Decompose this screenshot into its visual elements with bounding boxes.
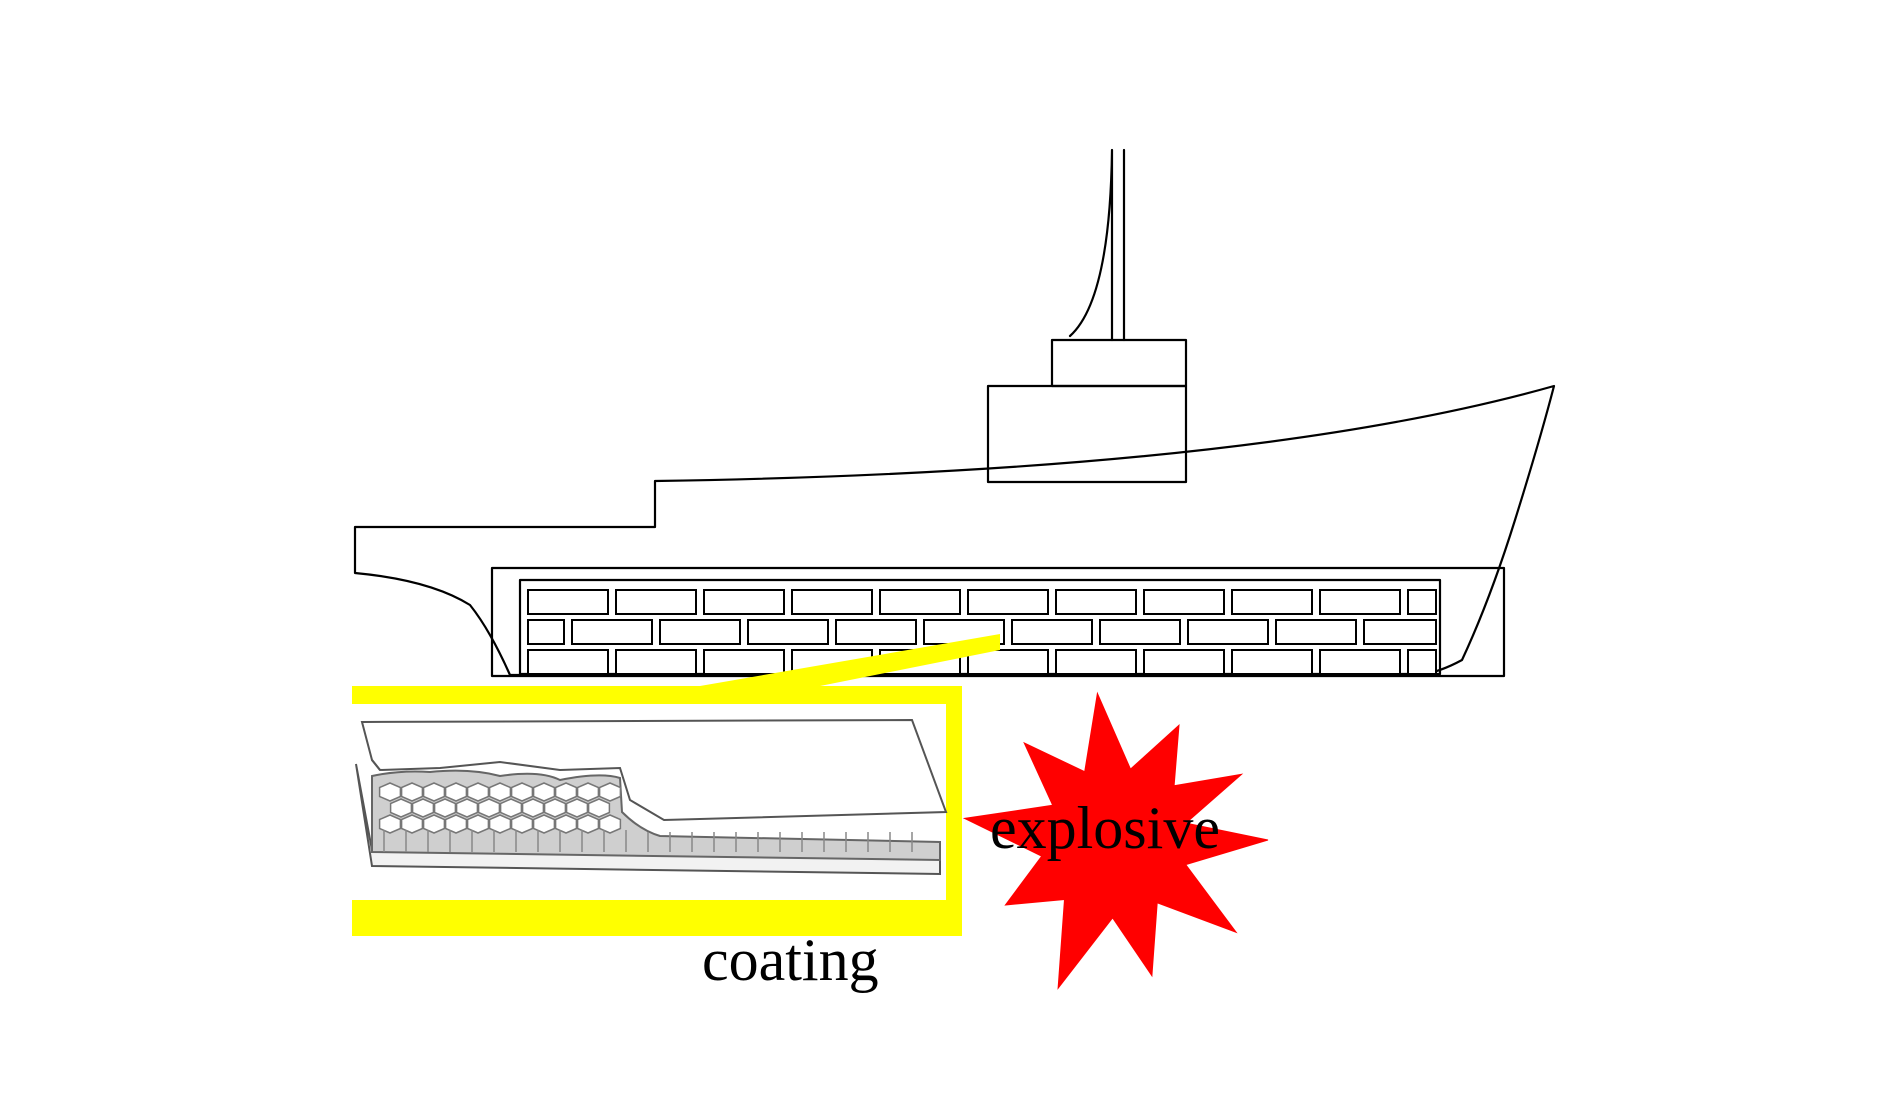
armor-brick xyxy=(1143,589,1225,615)
honeycomb-cell xyxy=(433,798,457,818)
armor-brick xyxy=(703,589,785,615)
armor-brick xyxy=(967,589,1049,615)
honeycomb-cell xyxy=(598,814,622,834)
armor-brick xyxy=(571,619,653,645)
armor-brick xyxy=(1231,649,1313,675)
honeycomb-cell xyxy=(444,782,468,802)
armor-brick xyxy=(527,649,609,675)
honeycomb-cell xyxy=(488,814,512,834)
armor-brick xyxy=(659,619,741,645)
callout-wedge xyxy=(700,634,1000,686)
honeycomb-cell xyxy=(576,814,600,834)
armor-brick xyxy=(1407,649,1437,675)
honeycomb-cell xyxy=(400,814,424,834)
honeycomb-cell xyxy=(499,798,523,818)
armor-brick xyxy=(967,649,1049,675)
armor-brick xyxy=(791,589,873,615)
honeycomb-cell xyxy=(554,814,578,834)
honeycomb-cell xyxy=(422,782,446,802)
armor-brick xyxy=(1319,589,1401,615)
honeycomb-cell xyxy=(378,782,402,802)
armor-brick xyxy=(1055,649,1137,675)
honeycomb-cell xyxy=(532,782,556,802)
honeycomb-cell xyxy=(587,798,611,818)
armor-brick xyxy=(1407,589,1437,615)
ship-hull-outline xyxy=(353,384,1556,677)
armor-bricks xyxy=(527,589,1437,675)
armor-brick xyxy=(835,619,917,645)
honeycomb-cell xyxy=(532,814,556,834)
honeycomb-cell xyxy=(554,782,578,802)
coating-highlight-frame xyxy=(352,686,962,936)
explosive-label: explosive xyxy=(990,795,1220,861)
explosion-burst-icon xyxy=(962,691,1269,990)
honeycomb-cells xyxy=(378,782,913,852)
armor-brick xyxy=(1231,589,1313,615)
honeycomb-cell xyxy=(455,798,479,818)
armor-brick xyxy=(1319,649,1401,675)
ship-bridge-upper xyxy=(1050,338,1188,388)
honeycomb-cell xyxy=(466,782,490,802)
honeycomb-cell xyxy=(510,782,534,802)
honeycomb-sandwich-panel xyxy=(355,718,948,876)
armor-brick xyxy=(615,649,697,675)
armor-brick xyxy=(1055,589,1137,615)
honeycomb-cell xyxy=(598,782,622,802)
armor-brick xyxy=(527,589,609,615)
armor-brick xyxy=(747,619,829,645)
armor-brick xyxy=(1011,619,1093,645)
honeycomb-cell xyxy=(389,798,413,818)
honeycomb-cell xyxy=(422,814,446,834)
armor-brick xyxy=(1363,619,1437,645)
honeycomb-cell xyxy=(477,798,501,818)
honeycomb-cell xyxy=(565,798,589,818)
honeycomb-cell xyxy=(521,798,545,818)
honeycomb-cell xyxy=(510,814,534,834)
honeycomb-cell xyxy=(466,814,490,834)
armor-brick xyxy=(615,589,697,615)
armor-brick xyxy=(1099,619,1181,645)
armor-brick xyxy=(1187,619,1269,645)
honeycomb-cell xyxy=(543,798,567,818)
armor-brick xyxy=(703,649,785,675)
armor-brick xyxy=(879,589,961,615)
honeycomb-cell xyxy=(488,782,512,802)
hull-armor-section xyxy=(490,566,1506,678)
armor-brick xyxy=(527,619,565,645)
honeycomb-cell xyxy=(378,814,402,834)
honeycomb-cell xyxy=(400,782,424,802)
honeycomb-cell xyxy=(411,798,435,818)
armor-brick xyxy=(1275,619,1357,645)
ship-mast xyxy=(1068,148,1126,342)
honeycomb-cell xyxy=(576,782,600,802)
honeycomb-cell xyxy=(444,814,468,834)
coating-label: coating xyxy=(702,927,879,993)
armor-brick xyxy=(1143,649,1225,675)
